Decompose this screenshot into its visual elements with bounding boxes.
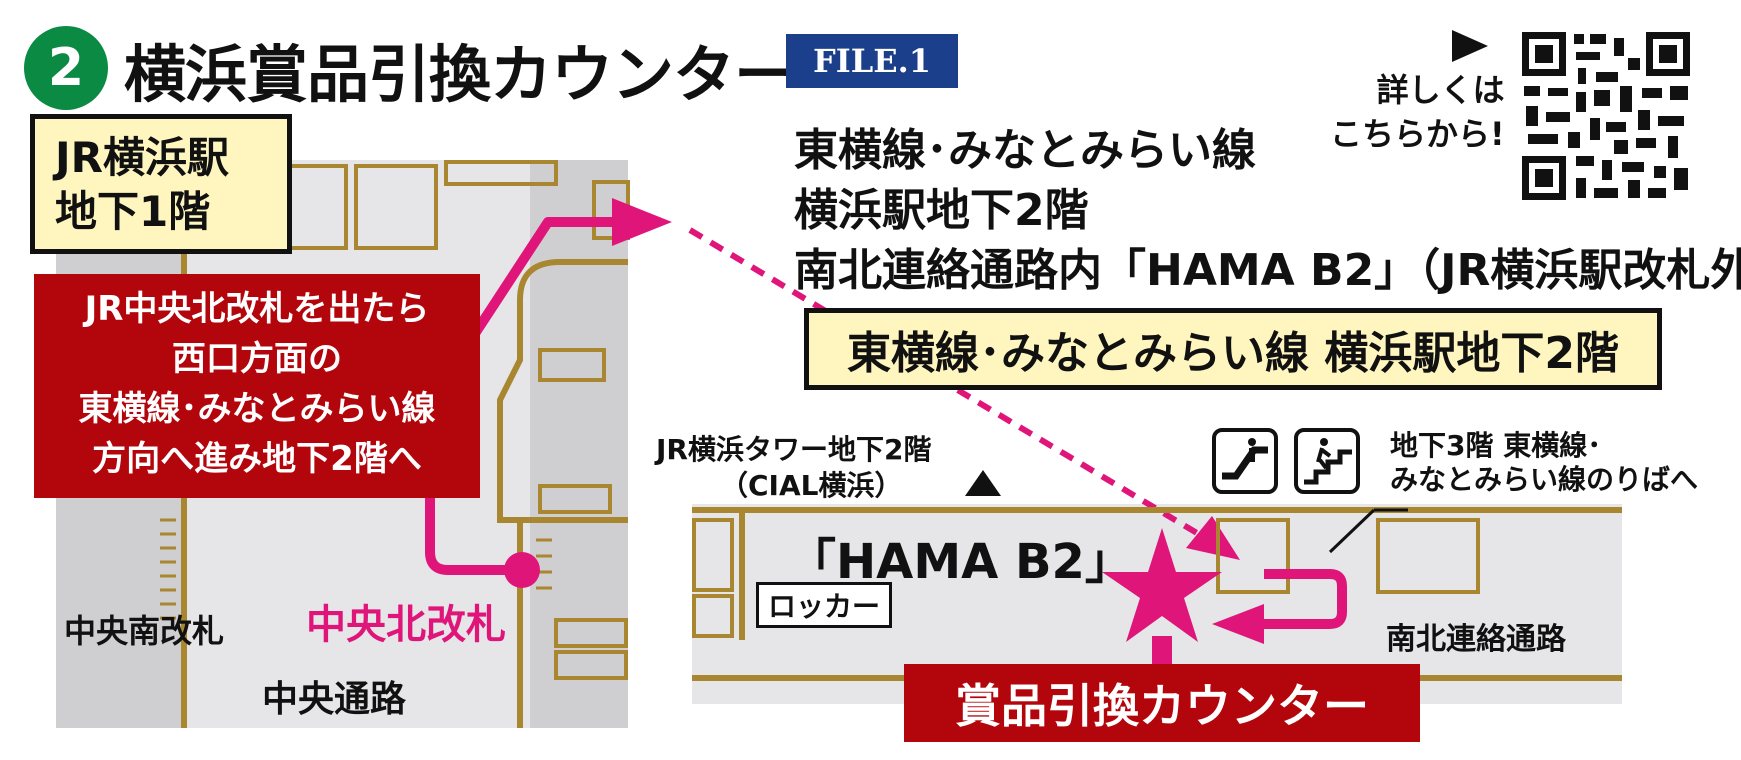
stair-block — [554, 650, 628, 680]
wall-line — [497, 259, 628, 523]
left-floor-line2: 地下1階 — [55, 187, 211, 236]
central-passage-label: 中央通路 — [262, 679, 407, 720]
directions-line2: 西口方面の — [172, 339, 342, 379]
route-line — [471, 217, 614, 335]
left-floor-label: JR横浜駅 地下1階 — [30, 114, 292, 254]
right-track-area — [530, 160, 628, 728]
stair-block — [354, 164, 438, 250]
central-north-gate-label: 中央北改札 — [306, 602, 506, 648]
platform-label-line2: みなとみらい線のりばへ — [1390, 463, 1699, 496]
section-number-badge: 2 — [24, 26, 108, 110]
qr-label: 詳しくは こちらから! — [1330, 68, 1505, 156]
right-floor-label: 東横線･みなとみらい線 横浜駅地下2階 — [804, 308, 1662, 390]
play-arrow-icon — [1452, 30, 1488, 62]
dashed-connector — [688, 227, 1224, 551]
star-icon — [1102, 528, 1222, 642]
platform-label-line1: 地下3階 東横線･ — [1390, 429, 1602, 462]
left-floor-line1: JR横浜駅 — [55, 133, 229, 182]
escalator-icon — [1212, 428, 1278, 494]
directions-line3: 東横線･みなとみらい線 — [78, 389, 436, 429]
stair-block — [554, 618, 628, 648]
tower-label-line2: （CIAL横浜） — [720, 469, 903, 502]
escalator-block — [1216, 518, 1290, 594]
leader-line — [1328, 508, 1376, 554]
qr-label-line2: こちらから! — [1330, 115, 1505, 153]
directions-line1: JR中央北改札を出たら — [84, 289, 430, 329]
current-location-dot — [504, 552, 540, 588]
stair-block — [692, 594, 734, 638]
passage-label: 南北連絡通路 — [1386, 622, 1566, 657]
stair-block — [538, 484, 612, 514]
route-arrow-head — [612, 198, 672, 246]
address-line1: 東横線･みなとみらい線 — [794, 125, 1256, 176]
address-line2: 横浜駅地下2階 — [794, 185, 1089, 236]
hama-b2-label: 「HAMA B2」 — [788, 534, 1133, 590]
tower-label-line1: JR横浜タワー地下2階 — [656, 433, 932, 466]
directions-box: JR中央北改札を出たら 西口方面の 東横線･みなとみらい線 方向へ進み地下2階へ — [34, 274, 480, 498]
route-line — [1262, 569, 1347, 629]
prize-counter-label: 賞品引換カウンター — [904, 664, 1420, 742]
up-triangle-icon — [965, 470, 1001, 496]
route-arrow-head — [1212, 604, 1264, 644]
stair-block — [538, 348, 606, 382]
qr-code-icon[interactable] — [1518, 28, 1694, 204]
stair-block — [692, 518, 734, 592]
counter-pointer — [1152, 636, 1172, 664]
file-badge: FILE.1 — [786, 34, 958, 88]
stair-block — [284, 164, 348, 250]
page-title: 横浜賞品引換カウンター — [124, 38, 796, 111]
route-arrow-head — [1186, 516, 1240, 560]
qr-label-line1: 詳しくは — [1376, 71, 1505, 109]
stair-block — [444, 160, 558, 186]
central-south-gate-label: 中央南改札 — [64, 612, 225, 650]
address-line3: 南北連絡通路内「HAMA B2」（JR横浜駅改札外） — [794, 245, 1741, 296]
stair-block — [1376, 518, 1480, 594]
stairs-icon — [1294, 428, 1360, 494]
directions-line4: 方向へ進み地下2階へ — [92, 439, 422, 479]
locker-label: ロッカー — [756, 582, 892, 628]
route-line — [425, 498, 520, 575]
